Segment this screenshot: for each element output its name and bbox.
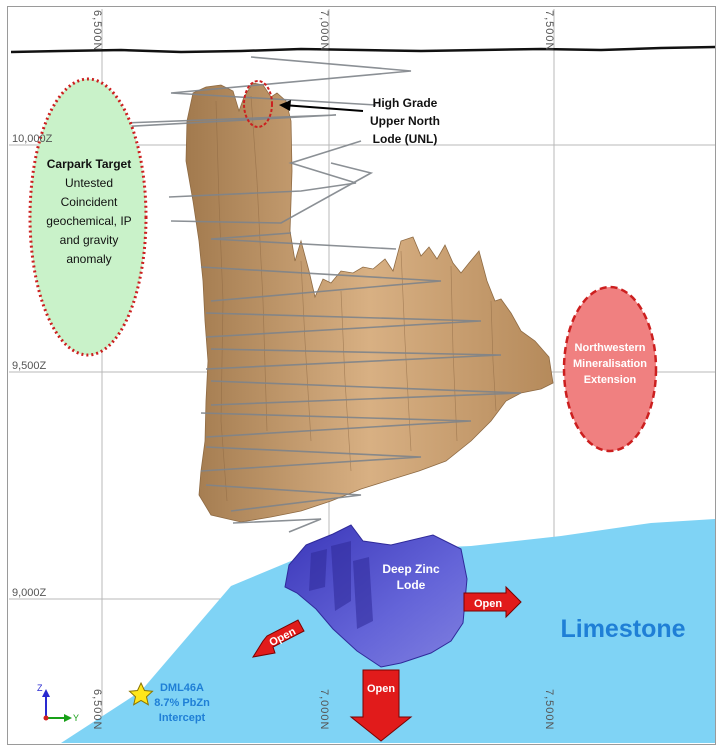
drillhole-traces [70,56,522,533]
long-section-diagram: 6,500N 7,000N 7,500N 6,500N 7,000N 7,500… [9,9,716,743]
deep-zinc-lode [284,524,468,668]
section-frame: 6,500N 7,000N 7,500N 6,500N 7,000N 7,500… [7,6,716,745]
grid-label-6500N: 6,500N [91,10,103,51]
dml46a-label-line-3: Intercept [159,712,206,724]
deep-zinc-label-line-1: Deep Zinc [382,562,440,576]
unl-highlight-ellipse [243,80,273,128]
grid-label-7500N: 7,500N [543,10,555,51]
unl-label-line-1: High Grade [373,96,438,110]
axis-y-label: Y [73,713,79,723]
unl-label-line-2: Upper North [370,114,440,128]
grid-label-7000N-bottom: 7,000N [318,689,330,730]
northwestern-label-line-1: Northwestern [575,342,646,354]
unl-pointer-arrow [282,104,364,112]
open-arrow-left [251,619,305,658]
carpark-label-line-4: and gravity [60,233,119,247]
carpark-label-title: Carpark Target [47,157,131,171]
northwestern-label-line-2: Mineralisation [573,358,647,370]
dml46a-label: DML46A 8.7% PbZn Intercept [154,682,210,724]
grid-label-10000Z: 10,000Z [12,133,53,145]
main-orebody [185,82,554,523]
limestone-label: Limestone [560,615,685,643]
dml46a-star-icon [128,681,154,706]
open-label-right: Open [474,598,502,610]
surface-topography-line [10,45,716,54]
grid-label-7000N: 7,000N [318,10,330,51]
dml46a-label-line-1: DML46A [160,682,204,694]
grid-label-7500N-bottom: 7,500N [543,689,555,730]
deep-zinc-facets [309,541,373,629]
northwestern-extension-ellipse [562,285,658,453]
deep-zinc-label-line-2: Lode [397,578,426,592]
dml46a-label-line-2: 8.7% PbZn [154,697,210,709]
carpark-label-line-1: Untested [65,176,113,190]
unl-label-line-3: Lode (UNL) [373,132,438,146]
unl-label: High Grade Upper North Lode (UNL) [370,96,440,146]
unl-arrowhead [279,100,291,111]
open-label-down: Open [367,683,395,695]
carpark-label-line-3: geochemical, IP [46,214,131,228]
carpark-label-line-5: anomaly [66,252,111,266]
northwestern-label-line-3: Extension [584,374,637,386]
axis-z-label: Z [37,683,43,693]
open-arrow-down [349,669,413,742]
deep-zinc-label: Deep Zinc Lode [382,562,440,592]
carpark-target-ellipse [28,77,148,357]
grid-label-6500N-bottom: 6,500N [91,689,103,730]
carpark-label: Carpark Target Untested Coincident geoch… [46,157,131,266]
open-arrow-right [463,585,522,619]
carpark-label-line-2: Coincident [61,195,118,209]
axis-triad-icon [42,689,72,722]
northwestern-label: Northwestern Mineralisation Extension [573,342,647,386]
grid-label-9000Z: 9,000Z [12,587,47,599]
grid-label-9500Z: 9,500Z [12,360,47,372]
